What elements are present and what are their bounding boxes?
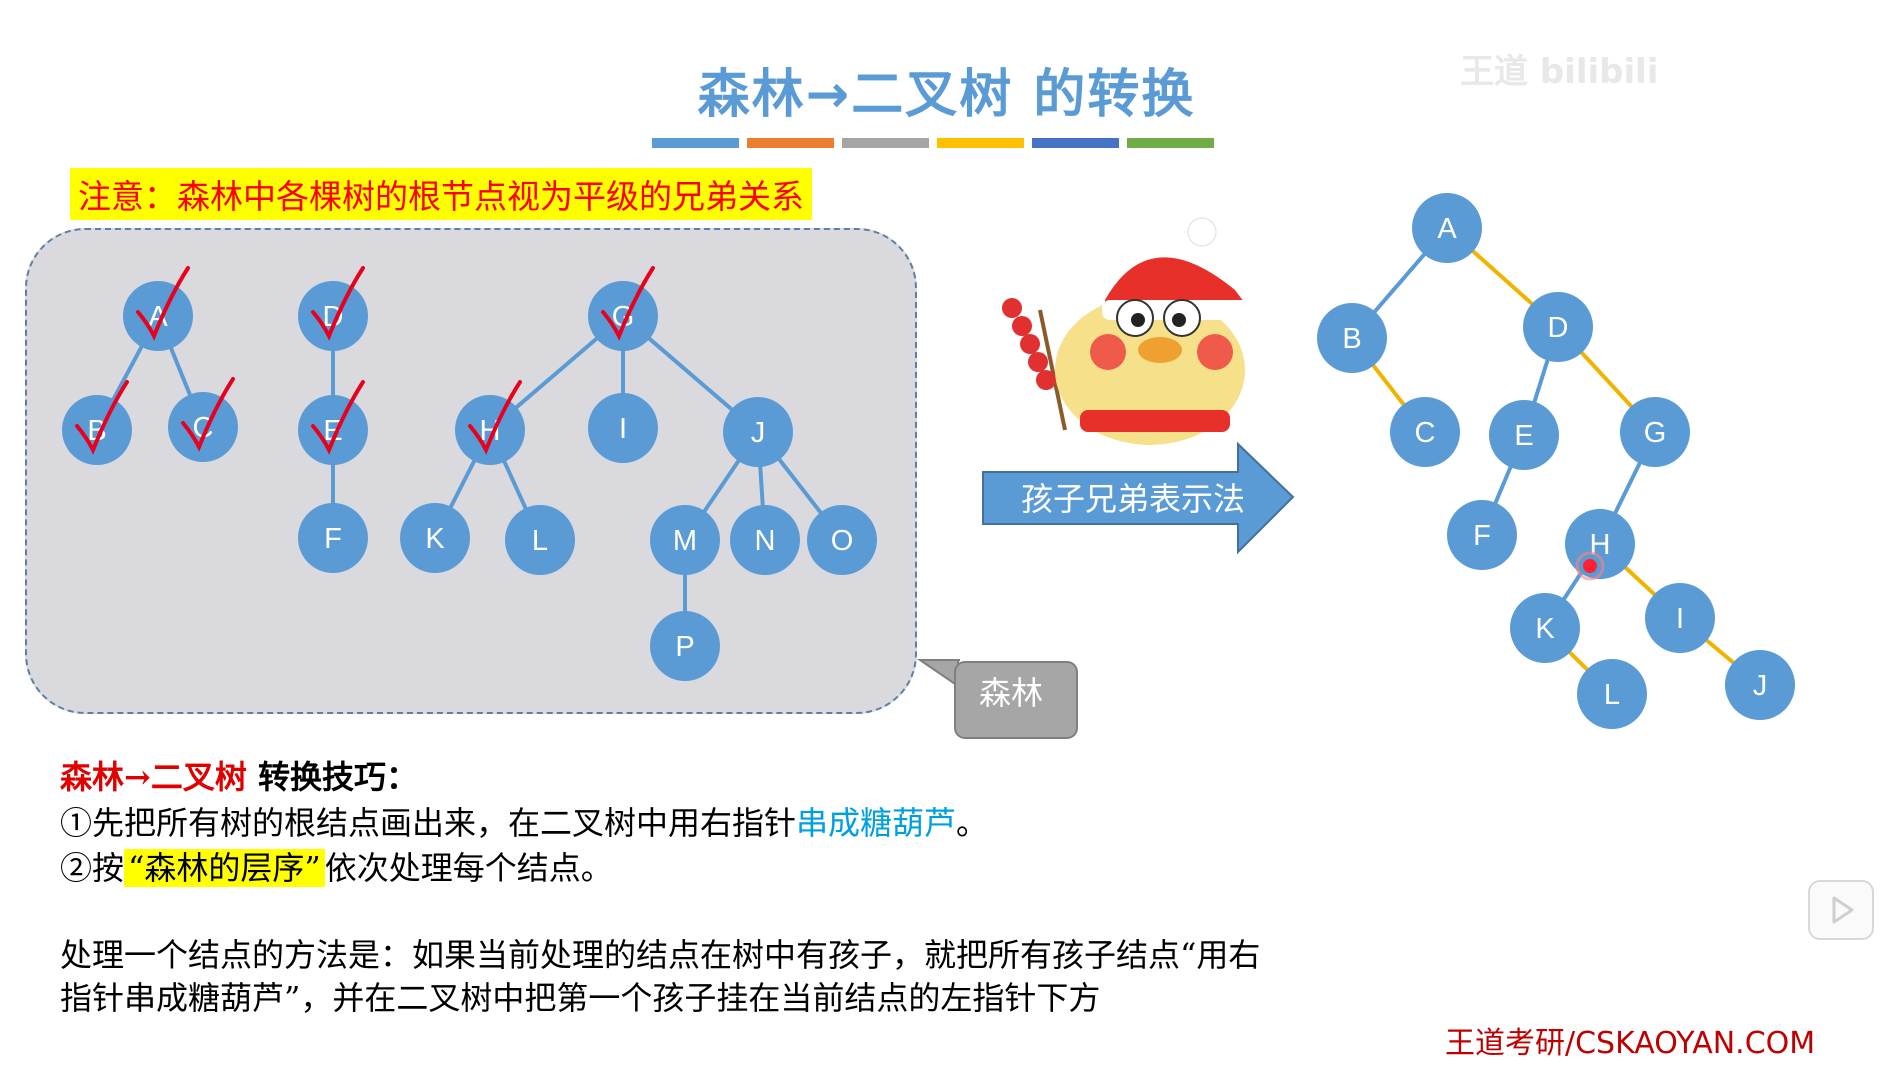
check-mark-icon <box>75 380 129 455</box>
check-mark-icon <box>136 266 190 341</box>
bt-node-j: J <box>1725 650 1795 720</box>
play-icon <box>1832 896 1854 924</box>
forest-node-f: F <box>298 503 368 573</box>
tip-2-end: 依次处理每个结点。 <box>324 849 613 887</box>
forest-node-m: M <box>650 505 720 575</box>
color-bar-segment <box>652 138 739 148</box>
tip-1-text: ①先把所有树的根结点画出来，在二叉树中用右指针 <box>60 804 797 842</box>
svg-text:M: M <box>673 525 697 557</box>
svg-text:I: I <box>619 413 627 445</box>
bt-node-d: D <box>1523 292 1593 362</box>
svg-text:A: A <box>1437 213 1457 245</box>
forest-node-n: N <box>730 505 800 575</box>
check-mark-icon <box>468 380 522 455</box>
tip-2: ②按“森林的层序”依次处理每个结点。 <box>60 843 613 889</box>
source-credit: 王道考研/CSKAOYAN.COM <box>1445 1026 1816 1061</box>
tips-heading-red: 森林→二叉树 <box>60 758 247 796</box>
forest-node-b: B <box>62 395 132 465</box>
bt-node-f: F <box>1447 500 1517 570</box>
transform-arrow <box>982 441 1295 555</box>
svg-text:I: I <box>1676 603 1684 635</box>
bt-node-c: C <box>1390 397 1460 467</box>
tip-1-highlight: 串成糖葫芦 <box>796 804 957 842</box>
svg-text:O: O <box>831 525 854 557</box>
bt-node-g: G <box>1620 397 1690 467</box>
bt-node-e: E <box>1489 400 1559 470</box>
color-bar-segment <box>747 138 834 148</box>
svg-text:P: P <box>675 631 694 663</box>
slide-title: 森林→二叉树 的转换 <box>697 65 1196 125</box>
bt-node-h: H <box>1565 509 1635 579</box>
svg-text:E: E <box>1514 420 1533 452</box>
check-mark-icon <box>311 266 365 341</box>
svg-text:A: A <box>148 301 168 333</box>
svg-text:B: B <box>87 415 106 447</box>
forest-node-e: E <box>298 395 368 465</box>
svg-text:D: D <box>323 301 344 333</box>
color-bar-segment <box>937 138 1024 148</box>
svg-text:K: K <box>1535 613 1555 645</box>
forest-node-d: D <box>298 281 368 351</box>
color-bar-segment <box>1127 138 1214 148</box>
bt-node-i: I <box>1645 583 1715 653</box>
binary-tree-nodes: A B C D E F G H I J K L <box>1317 193 1795 729</box>
svg-text:E: E <box>323 415 342 447</box>
tip-2-highlight: “森林的层序” <box>124 849 325 887</box>
svg-text:L: L <box>1604 679 1620 711</box>
svg-text:C: C <box>1415 417 1436 449</box>
forest-node-k: K <box>400 503 470 573</box>
svg-text:F: F <box>324 523 342 555</box>
forest-node-a: A <box>123 281 193 351</box>
forest-callout-label: 森林 <box>978 674 1043 712</box>
tip-2-text: ②按 <box>60 849 125 887</box>
pointer-dot <box>1583 559 1597 573</box>
svg-text:K: K <box>425 523 445 555</box>
tip-1-end: 。 <box>956 804 989 842</box>
check-mark-icon <box>601 266 655 341</box>
play-button[interactable] <box>1808 880 1874 940</box>
forest-checks <box>75 266 655 455</box>
arrow-label: 孩子兄弟表示法 <box>1020 480 1245 518</box>
svg-text:J: J <box>1753 670 1768 702</box>
forest-node-j: J <box>723 397 793 467</box>
forest-node-l: L <box>505 505 575 575</box>
bt-node-b: B <box>1317 303 1387 373</box>
check-mark-icon <box>181 377 235 452</box>
color-bar-segment <box>842 138 929 148</box>
mascot-illustration <box>1002 217 1252 445</box>
color-bar <box>652 138 1214 148</box>
forest-callout-box <box>954 661 1078 739</box>
forest-nodes: A B C D E F G H I J K L M N O P <box>62 281 877 681</box>
svg-text:H: H <box>480 415 501 447</box>
forest-edges <box>95 314 844 646</box>
forest-node-o: O <box>807 505 877 575</box>
check-mark-icon <box>311 380 365 455</box>
forest-node-h: H <box>455 395 525 465</box>
forest-node-i: I <box>588 393 658 463</box>
bt-node-k: K <box>1510 593 1580 663</box>
svg-text:F: F <box>1473 520 1491 552</box>
svg-text:D: D <box>1548 312 1569 344</box>
svg-text:G: G <box>1644 417 1667 449</box>
svg-text:B: B <box>1342 323 1361 355</box>
forest-callout-shape <box>916 659 961 688</box>
method-line-1: 处理一个结点的方法是：如果当前处理的结点在树中有孩子，就把所有孩子结点“用右 <box>60 936 1261 974</box>
svg-text:L: L <box>532 525 548 557</box>
tips-heading-black: 转换技巧： <box>246 758 418 796</box>
tips-heading: 森林→二叉树 转换技巧： <box>60 752 418 798</box>
color-bar-segment <box>1032 138 1119 148</box>
tip-1: ①先把所有树的根结点画出来，在二叉树中用右指针串成糖葫芦。 <box>60 798 988 844</box>
forest-node-p: P <box>650 611 720 681</box>
watermark: 王道 bilibili <box>1460 52 1659 92</box>
method-line-2: 指针串成糖葫芦”，并在二叉树中把第一个孩子挂在当前结点的左指针下方 <box>60 979 1101 1017</box>
svg-text:N: N <box>755 525 776 557</box>
svg-text:C: C <box>193 412 214 444</box>
bt-node-l: L <box>1577 659 1647 729</box>
forest-node-c: C <box>168 392 238 462</box>
svg-text:J: J <box>751 417 766 449</box>
bt-node-a: A <box>1412 193 1482 263</box>
forest-node-g: G <box>588 281 658 351</box>
note-banner: 注意：森林中各棵树的根节点视为平级的兄弟关系 <box>70 168 812 220</box>
